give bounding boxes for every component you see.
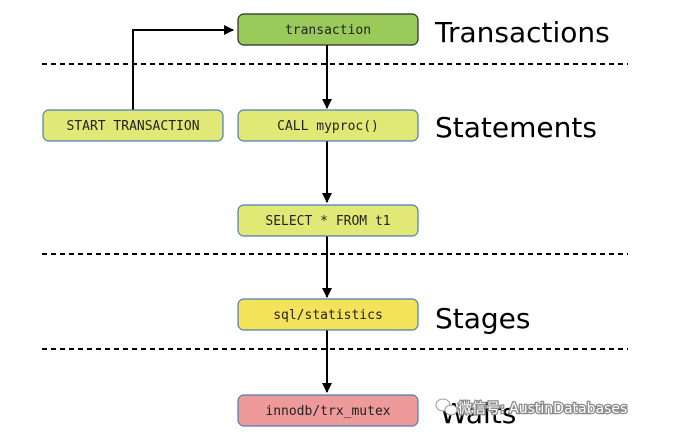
node-select-box: [237, 204, 419, 237]
node-transaction: transaction: [237, 13, 419, 46]
node-sql-statistics-box: [237, 298, 419, 331]
watermark: 微信号: AustinDatabases: [435, 398, 629, 418]
node-sql-statistics-label: sql/statistics: [273, 308, 383, 323]
node-start-transaction-label: START TRANSACTION: [66, 119, 199, 134]
node-innodb-trx-mutex-box: [237, 394, 419, 427]
arrow-start-to-transaction: [132, 25, 234, 110]
level-label-stages: Stages: [435, 302, 531, 335]
node-start-transaction-box: [42, 109, 224, 142]
node-sql-statistics: sql/statistics: [237, 298, 419, 331]
node-call-myproc: CALL myproc(): [237, 109, 419, 142]
node-innodb-trx-mutex-label: innodb/trx_mutex: [265, 404, 390, 419]
node-transaction-box: [237, 13, 419, 46]
watermark-text: 微信号: AustinDatabases: [458, 401, 627, 417]
level-label-transactions: Transactions: [434, 16, 610, 49]
node-transaction-label: transaction: [285, 23, 371, 38]
node-call-myproc-box: [237, 109, 419, 142]
node-select: SELECT * FROM t1: [237, 204, 419, 237]
wechat-icon: [435, 398, 458, 416]
node-call-myproc-label: CALL myproc(): [277, 119, 379, 134]
node-innodb-trx-mutex: innodb/trx_mutex: [237, 394, 419, 427]
node-start-transaction: START TRANSACTION: [42, 109, 224, 142]
node-select-label: SELECT * FROM t1: [265, 214, 390, 229]
level-label-statements: Statements: [435, 111, 597, 144]
